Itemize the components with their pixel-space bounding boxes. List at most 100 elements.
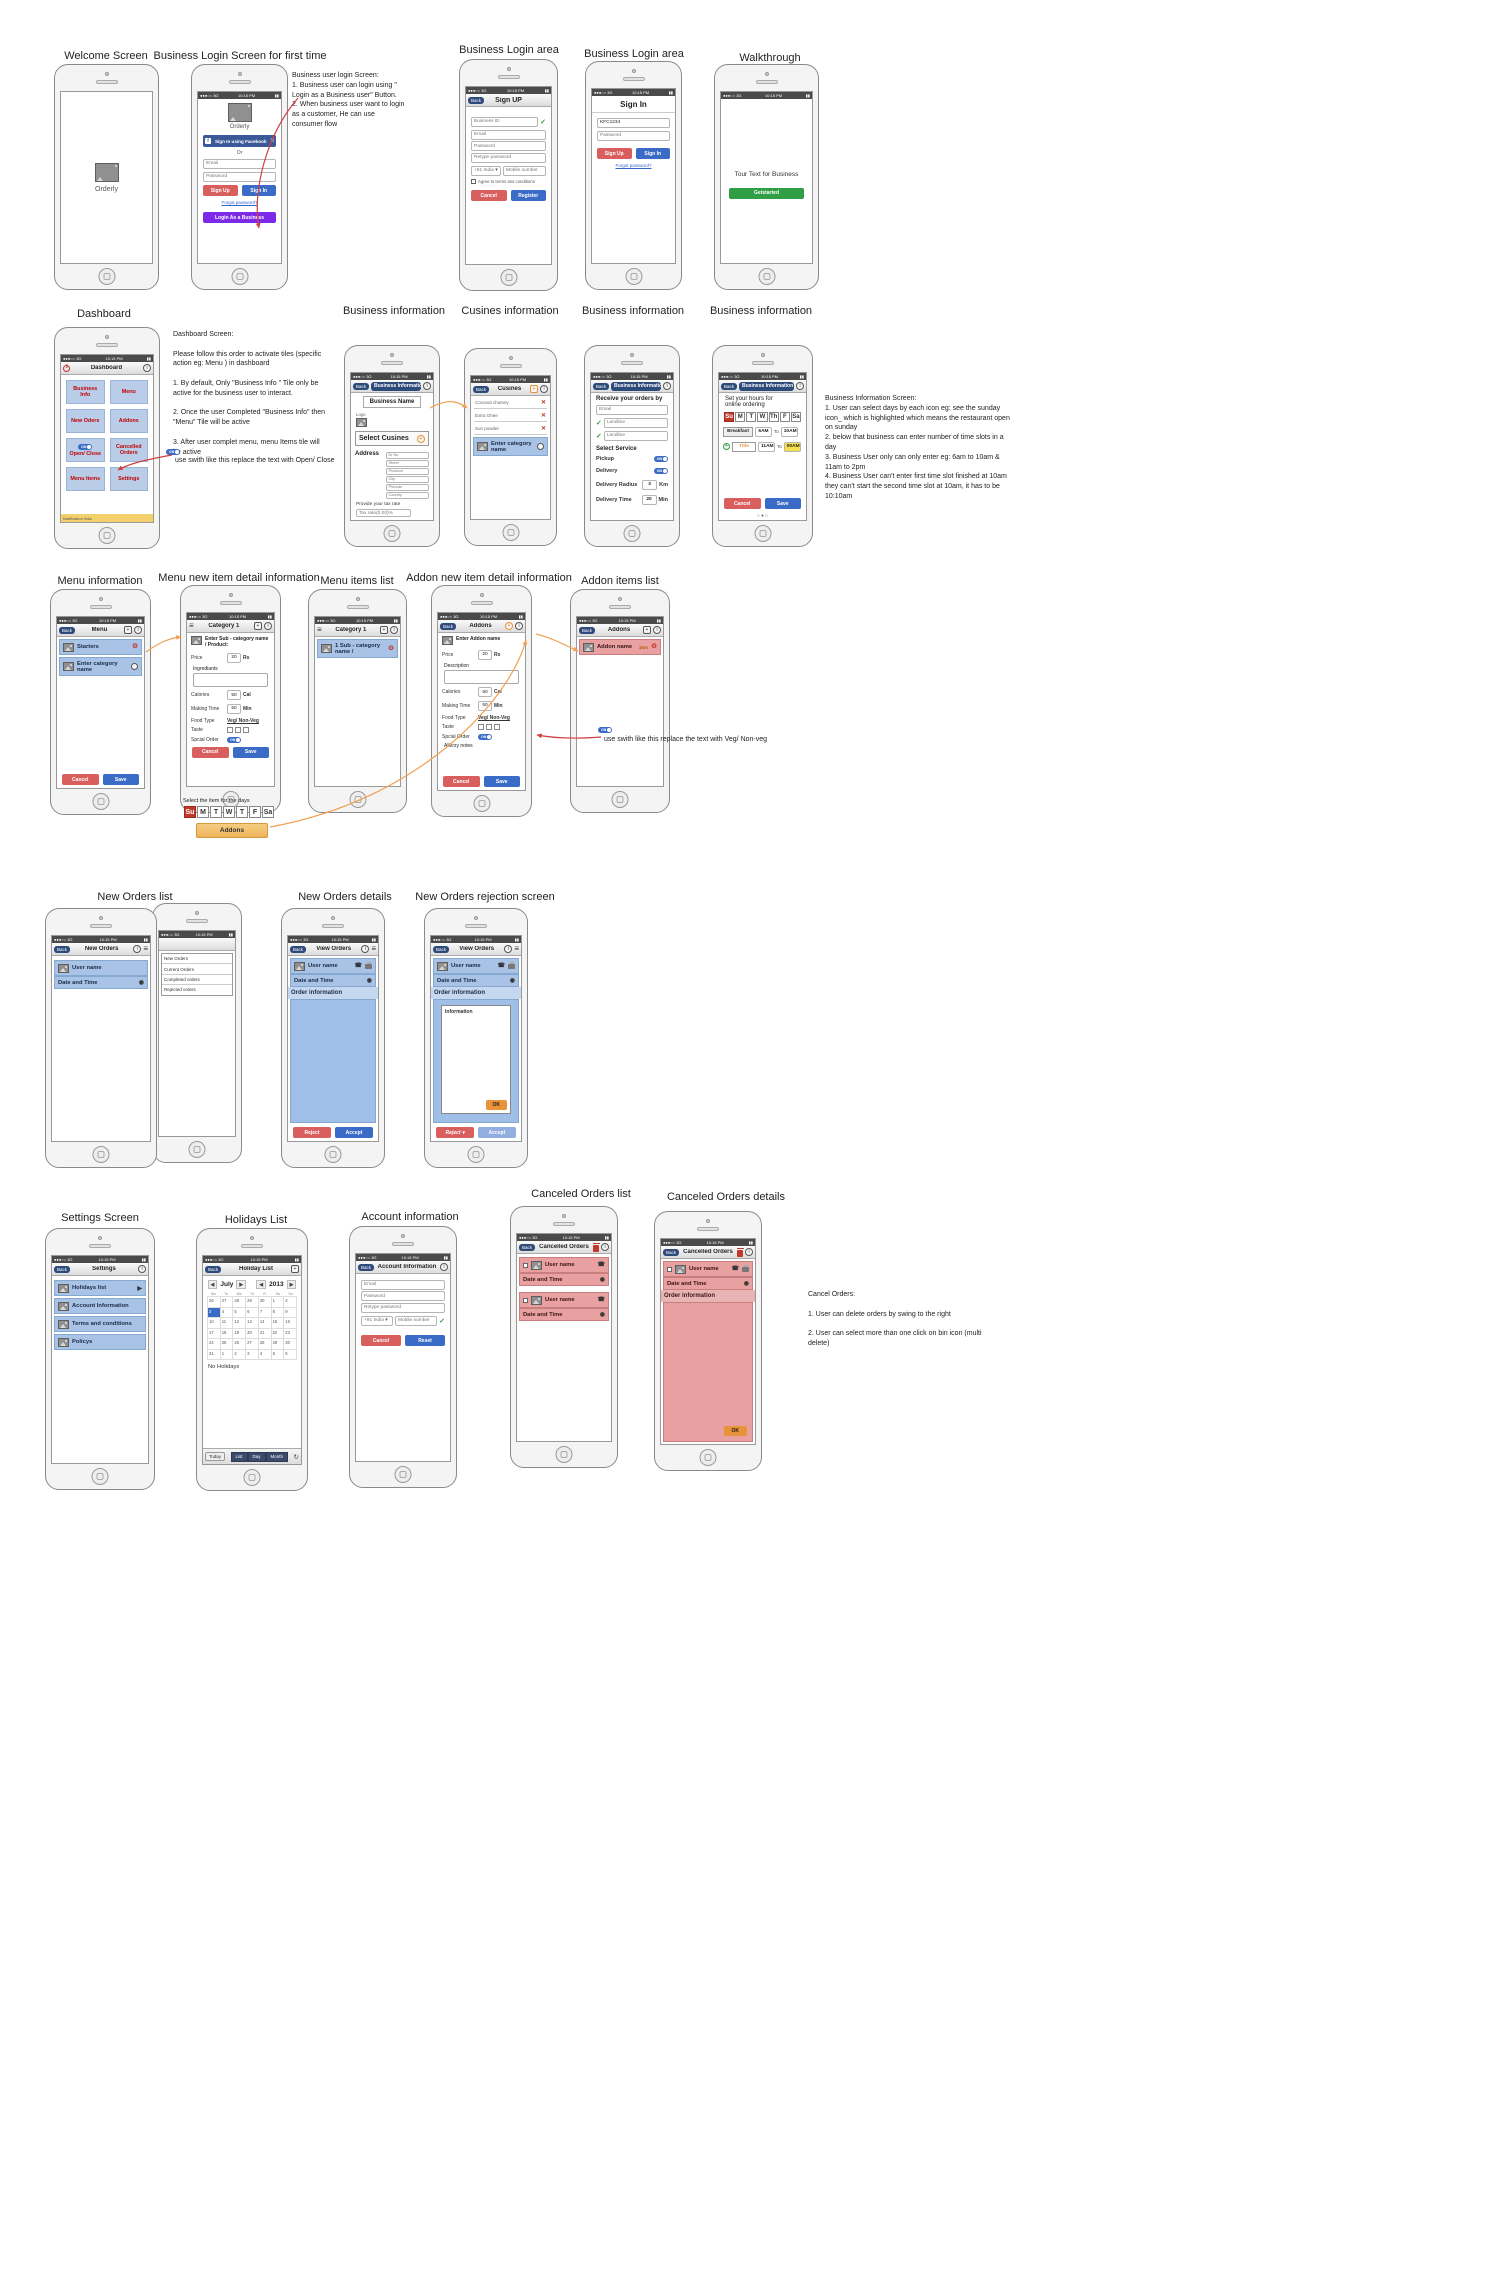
calendar-day-cell[interactable]: 24 [208, 1339, 221, 1350]
cancelled-order-user-row[interactable]: User name ☎ [519, 1257, 609, 1273]
calendar-day-cell[interactable]: 7 [258, 1307, 272, 1318]
orders-filter-option[interactable]: Completed orders [162, 975, 232, 986]
taste-checkbox[interactable] [494, 724, 500, 731]
next-month-arrow[interactable]: ▶ [236, 1280, 247, 1289]
day-toggle[interactable]: T [746, 412, 757, 422]
save-button[interactable]: Save [764, 498, 801, 509]
day-toggle[interactable]: W [223, 806, 235, 818]
order-datetime-row[interactable]: Date and Time ◉ [54, 976, 148, 989]
day-toggle[interactable]: M [197, 806, 209, 818]
orders-filter-option[interactable]: New Orders [162, 954, 232, 965]
back-button[interactable]: Back [468, 96, 485, 104]
calories-input[interactable]: 50 [478, 687, 492, 698]
addon-name-input[interactable]: Enter Addon name [456, 636, 501, 642]
making-time-input[interactable]: 50 [478, 700, 492, 711]
calendar-day-cell[interactable]: 30 [284, 1339, 297, 1350]
ok-button[interactable]: OK [485, 1100, 507, 1110]
select-checkbox[interactable] [523, 1297, 528, 1303]
taste-checkbox[interactable] [227, 727, 233, 734]
calendar-day-cell[interactable]: 15 [271, 1318, 285, 1329]
back-button[interactable]: Back [290, 945, 307, 953]
price-input[interactable]: 20 [227, 652, 241, 663]
back-button[interactable]: Back [433, 945, 450, 953]
reason-text-area[interactable] [445, 1015, 507, 1100]
tile-menu[interactable]: Menu [109, 380, 148, 404]
add-icon[interactable]: + [124, 626, 132, 634]
calendar-day-cell[interactable]: 19 [233, 1328, 247, 1339]
addons-bar[interactable]: Addons [196, 823, 268, 838]
day-toggle[interactable]: F [249, 806, 261, 818]
calendar-day-cell[interactable]: 31 [208, 1349, 221, 1360]
home-button[interactable] [349, 791, 366, 808]
addon-image-placeholder[interactable] [442, 636, 453, 645]
cancelled-order-user-row[interactable]: User name ☎ [519, 1292, 609, 1308]
home-button[interactable] [92, 793, 109, 810]
home-button[interactable] [243, 1469, 261, 1486]
taste-checkbox[interactable] [486, 724, 492, 731]
add-icon[interactable]: + [291, 1265, 299, 1273]
calendar-day-cell[interactable]: 3 [208, 1307, 221, 1318]
calendar-day-cell[interactable]: 4 [220, 1307, 234, 1318]
to-time-input[interactable]: 00AM [783, 441, 801, 452]
forgot-password-link[interactable]: Forgot password? [615, 162, 652, 168]
password-input[interactable]: Password [203, 171, 276, 182]
home-button[interactable] [611, 791, 629, 808]
calendar-day-cell[interactable]: 28 [233, 1297, 247, 1308]
calendar-day-cell[interactable]: 5 [271, 1349, 285, 1360]
home-button[interactable] [555, 1446, 573, 1463]
ingredients-textarea[interactable] [193, 672, 268, 687]
day-toggle[interactable]: Su [184, 806, 196, 818]
info-icon[interactable]: i [423, 382, 431, 390]
menu-icon[interactable]: ≡ [189, 621, 194, 630]
day-toggle[interactable]: W [757, 412, 768, 422]
settings-item-terms[interactable]: Terms and conditions [54, 1316, 146, 1332]
mobile-number-input[interactable]: Mobile number [395, 1315, 438, 1326]
delivery-switch[interactable]: ON [653, 468, 668, 474]
calendar-day-cell[interactable]: 16 [284, 1318, 297, 1329]
calendar-day-cell[interactable]: 4 [258, 1349, 272, 1360]
menu-icon[interactable]: ≡ [371, 944, 376, 953]
signup-button[interactable]: Sign Up [203, 185, 238, 196]
calendar-day-cell[interactable]: 18 [220, 1328, 234, 1339]
home-button[interactable] [467, 1146, 485, 1163]
cancel-button[interactable]: Cancel [724, 498, 761, 509]
signup-field-input[interactable]: Email [471, 129, 546, 140]
menu-icon[interactable]: ≡ [514, 944, 519, 953]
cancelled-order-datetime-row[interactable]: Date and Time ◉ [519, 1273, 609, 1286]
business-id-input[interactable]: KFC1234 [597, 117, 670, 128]
radius-input[interactable]: 3 [642, 479, 658, 490]
calendar-day-cell[interactable]: 22 [271, 1328, 285, 1339]
delete-icon[interactable] [736, 1247, 744, 1257]
remove-icon[interactable]: ✕ [540, 399, 546, 406]
home-button[interactable] [502, 524, 519, 541]
address-field-input[interactable]: Pincode [386, 483, 429, 491]
calendar-day-cell[interactable]: 21 [258, 1328, 272, 1339]
settings-item-holidays[interactable]: Holidays list ▶ [54, 1280, 146, 1296]
price-input[interactable]: 20 [478, 649, 492, 660]
home-button[interactable] [500, 269, 517, 286]
back-button[interactable]: Back [353, 382, 370, 390]
open-close-switch[interactable]: ON [78, 443, 93, 450]
calendar-day-cell[interactable]: 10 [208, 1318, 221, 1329]
account-field-input[interactable]: Retype password [361, 1302, 445, 1313]
back-button[interactable]: Back [721, 382, 738, 390]
save-button[interactable]: Save [102, 774, 139, 785]
food-type-value[interactable]: Veg/ Non-Veg [227, 717, 259, 724]
calories-input[interactable]: 50 [227, 690, 241, 701]
calendar-day-cell[interactable]: 6 [246, 1307, 259, 1318]
home-button[interactable] [98, 527, 116, 544]
home-button[interactable] [394, 1466, 412, 1483]
info-icon[interactable]: i [390, 626, 398, 634]
info-icon[interactable]: i [138, 1265, 146, 1273]
calendar-day-cell[interactable]: 2 [233, 1349, 247, 1360]
print-icon[interactable] [742, 1264, 749, 1272]
order-user-row[interactable]: User name [54, 960, 148, 976]
enter-category-row[interactable]: Enter category name [59, 657, 142, 676]
orders-filter-option[interactable]: Rejected orders [164, 987, 196, 993]
tile-cancelled-orders[interactable]: Cancelled Orders [109, 438, 148, 462]
back-button[interactable]: Back [473, 385, 490, 393]
facebook-signin-button[interactable]: f Sign In using Facebook ≡ [203, 135, 276, 147]
view-icon[interactable]: ◉ [138, 979, 144, 986]
orders-filter-option[interactable]: Current Orders [162, 964, 232, 975]
calendar-day-cell[interactable]: 26 [208, 1297, 221, 1308]
